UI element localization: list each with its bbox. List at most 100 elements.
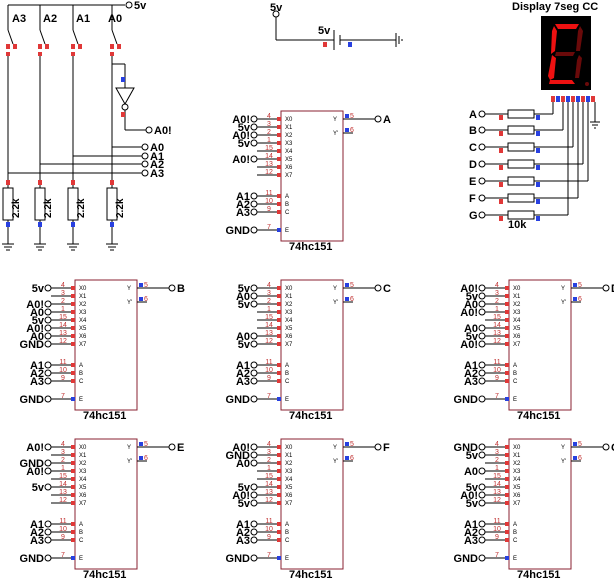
mux-pin-marker [277,379,281,383]
mux-select-node [250,520,258,528]
mux-output-node [602,284,610,292]
mux-pin-number: 9 [267,534,271,541]
mux-pin-marker [345,128,349,132]
mux-input-node [478,324,486,332]
mux-pin-marker [71,326,75,330]
mux-pin-number: 1 [267,137,271,144]
mux-pin-marker [277,445,281,449]
battery-supply-label: 5v [270,2,283,14]
mux-pin-marker [505,318,509,322]
mux-pin-number: 4 [61,282,65,289]
mux-select-node [250,536,258,544]
mux-pin-number: 13 [265,330,273,337]
mux-pin-number: 7 [61,393,65,400]
mux-pin-number: 2 [495,457,499,464]
mux-pin-number: 6 [350,296,354,303]
mux-input-label: A0 [236,291,250,303]
mux-pin-name: X1 [285,294,293,300]
mux-input-node [250,459,258,467]
seg-resistor-5 [507,193,535,203]
mux-output-label: B [177,283,185,295]
mux-input-label: A0! [232,490,250,502]
mux-pin-number: 4 [61,441,65,448]
display-title: Display 7seg CC [512,1,598,13]
mux-pin-marker [505,310,509,314]
mux-input-node [44,340,52,348]
mux-pin-number: 15 [265,145,273,152]
mux-pin-number: 2 [61,457,65,464]
seg-input-node-5 [478,194,486,202]
mux-pin-name: X3 [285,310,293,316]
mux-select-label: A3 [464,376,478,388]
seg-pin-out-3 [536,165,540,170]
mux-pin-number: 7 [495,393,499,400]
mux-enable-label: GND [226,225,251,237]
mux-pin-number: 5 [350,441,354,448]
mux-enable-node [250,554,258,562]
mux-input-node [250,499,258,507]
mux-pin-name: X3 [513,310,521,316]
bus-label-a0-inv: A0! [154,125,172,137]
mux-input-node [44,324,52,332]
mux-input-node [478,292,486,300]
mux-pin-marker [277,210,281,214]
seg-resistor-4 [507,176,535,186]
mux-input-node [478,483,486,491]
mux-pin-name: X2 [79,302,87,308]
seg-pin-in-5 [499,199,503,204]
mux-body [74,279,138,411]
mux-pin-name: X5 [513,326,521,332]
mux-pin-name: C [285,538,290,544]
seven-seg-display [541,16,591,90]
segment-c [575,55,582,78]
mux-select-label: A1 [30,360,44,372]
mux-pin-name: X4 [285,477,293,483]
mux-select-label: A1 [30,519,44,531]
mux-pin-name: A [513,522,517,528]
seg-resistor-6 [507,210,535,220]
segment-dp [585,82,589,86]
mux-pin-name: Y [333,286,337,292]
mux-pin-name: X0 [285,286,293,292]
mux-pin-number: 9 [61,534,65,541]
seg-input-label-2: C [469,142,477,154]
mux-pin-name: X3 [285,141,293,147]
mux-pin-number: 3 [267,449,271,456]
mux-pin-number: 10 [59,367,67,374]
mux-pin-number: 12 [265,169,273,176]
mux-pin-marker [505,538,509,542]
mux-pin-number: 12 [59,497,67,504]
mux-pin-marker [505,397,509,401]
mux-pin-name: E [513,556,517,562]
mux-pin-marker [71,379,75,383]
mux-output-label: D [611,283,614,295]
mux-input-label: A0! [26,442,44,454]
mux-pin-number: 12 [59,338,67,345]
mux-pin-marker [345,297,349,301]
mux-input-label: A0 [464,299,478,311]
mux-pin-marker [277,342,281,346]
seg-resistor-1 [507,125,535,135]
mux-select-node [44,369,52,377]
mux-select-label: A2 [30,368,44,380]
mux-pin-marker [505,485,509,489]
mux-pin-name: X1 [79,294,87,300]
mux-part-label: 74hc151 [83,569,126,578]
mux-pin-number: 14 [493,481,501,488]
mux-input-node [478,491,486,499]
mux-part-label: 74hc151 [289,569,332,578]
mux-pin-number: 11 [493,359,500,366]
mux-body [280,110,344,242]
mux-pin-marker [505,363,509,367]
mux-output-label: E [177,442,184,454]
mux-pin-number: 4 [267,282,271,289]
mux-pin-marker [71,538,75,542]
mux-output-node [374,284,382,292]
mux-input-label: A0 [30,307,44,319]
mux-input-label: A0! [460,307,478,319]
mux-pin-marker [505,493,509,497]
